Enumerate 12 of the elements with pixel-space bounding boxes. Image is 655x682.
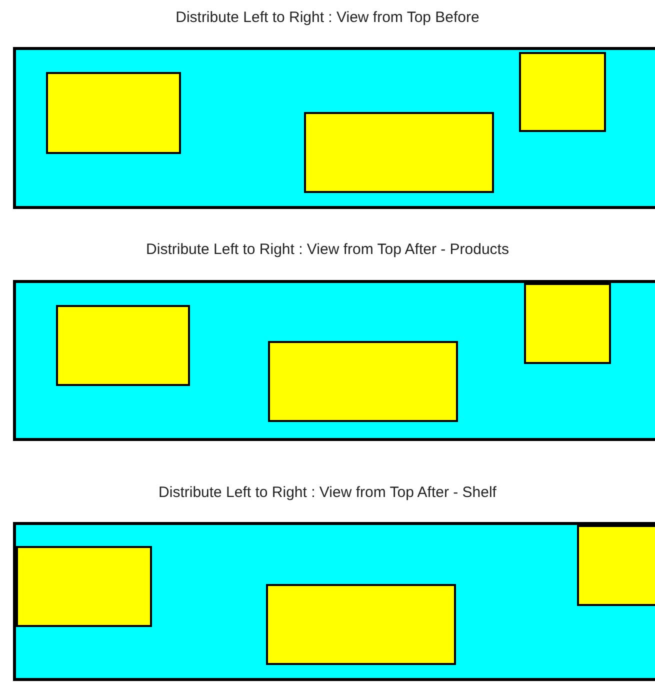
panel-title: Distribute Left to Right : View from Top Before [176, 8, 480, 28]
product-box [577, 525, 655, 606]
product-box [266, 584, 456, 665]
product-box [56, 305, 190, 386]
product-box [16, 546, 152, 627]
product-box [304, 112, 494, 193]
panel-title: Distribute Left to Right : View from Top After - Shelf [158, 483, 496, 503]
product-box [519, 52, 606, 132]
panel-title: Distribute Left to Right : View from Top After - Products [146, 240, 509, 260]
product-box [268, 341, 458, 422]
product-box [46, 72, 181, 154]
product-box [524, 283, 611, 364]
